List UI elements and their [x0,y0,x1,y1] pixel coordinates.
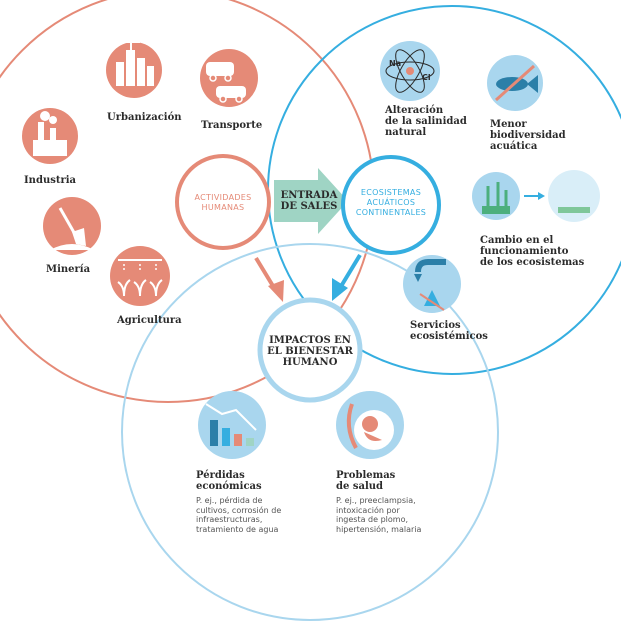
irrigation-icon [110,246,170,306]
activities-core-circle [175,154,271,250]
wellbeing-circle [121,243,499,621]
vehicles-icon [200,49,258,107]
crossed-fish-icon [487,55,543,111]
label-cambio-funcionamiento: Cambio en el funcionamiento de los ecosi… [480,235,585,268]
label-perdidas-economicas: Pérdidas económicas [196,470,262,492]
sodium-chloride-atom-icon [380,41,440,101]
label-alteracion-salinidad: Alteración de la salinidad natural [385,105,467,138]
salt-entry-arrow [274,168,348,234]
pregnancy-icon [336,391,404,459]
arrow-ecosystems-to-impacts [332,253,362,301]
sodium-label: Na [389,59,402,68]
falling-chart-icon [198,391,266,459]
label-mineria: Minería [46,264,91,275]
shovel-icon [43,197,101,255]
chloride-label: Cl [422,73,431,82]
ecosystems-core-label: ECOSISTEMAS ACUÁTICOS CONTINENTALES [355,188,427,217]
city-icon [106,41,162,98]
arrow-activities-to-impacts [254,256,284,302]
impacts-core-label: IMPACTOS EN EL BIENESTAR HUMANO [267,335,353,368]
impacts-core-circle [257,297,363,403]
ecosystem-change-icon [472,170,600,222]
salt-entry-label: ENTRADA DE SALES [280,190,338,212]
label-agricultura: Agricultura [117,315,182,326]
factory-icon [22,108,78,164]
label-transporte: Transporte [201,120,263,131]
label-menor-biodiversidad: Menor biodiversidad acuática [490,119,566,152]
label-urbanizacion: Urbanización [107,112,182,123]
note-perdidas-economicas: P. ej., pérdida de cultivos, corrosión d… [196,496,282,534]
ecosystems-core-circle [341,155,441,255]
label-industria: Industria [24,175,77,186]
water-tap-icon [403,255,461,313]
activities-core-label: ACTIVIDADES HUMANAS [194,193,252,212]
note-problemas-salud: P. ej., preeclampsia, intoxicación por i… [336,496,422,534]
label-problemas-salud: Problemas de salud [336,470,396,492]
label-servicios-ecosistemicos: Servicios ecosistémicos [410,320,488,342]
